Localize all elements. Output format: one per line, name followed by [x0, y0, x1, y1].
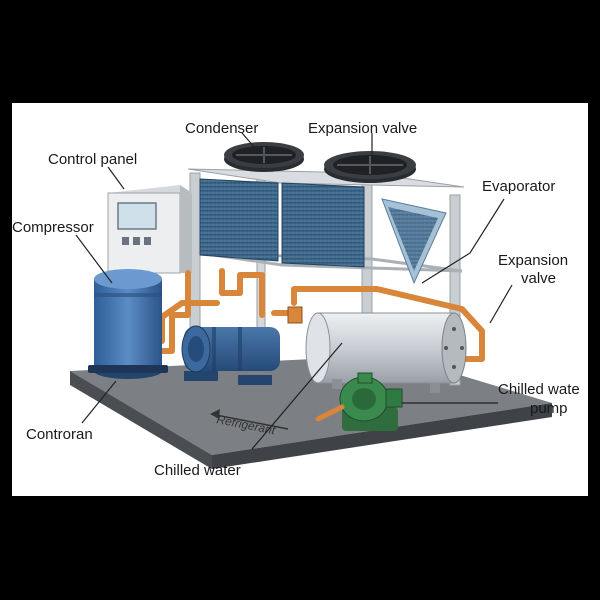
leader-controran	[81, 380, 117, 424]
label-expansion-valve-right-2: valve	[521, 270, 556, 287]
label-condenser: Condenser	[185, 120, 258, 137]
label-controran: Controran	[26, 426, 93, 443]
diagram-panel: Refrigerant Condenser Expansion valve Co…	[12, 103, 588, 496]
label-chilled-water-pump-2: pump	[530, 400, 568, 417]
label-compressor: Compressor	[12, 219, 94, 236]
chilled-water-pump	[315, 372, 403, 431]
label-chilled-water-pump-1: Chilled wate	[498, 381, 580, 398]
label-control-panel: Control panel	[48, 151, 137, 168]
motor-pump	[181, 325, 280, 385]
leader-chilled-water	[251, 342, 343, 450]
condenser-coil	[199, 178, 447, 285]
leader-control-panel	[107, 166, 125, 190]
leader-condenser	[241, 132, 257, 150]
condenser-fans	[224, 142, 416, 183]
label-chilled-water: Chilled water	[154, 462, 241, 479]
leader-compressor	[75, 234, 113, 284]
refrigerant-pipes	[151, 268, 485, 362]
expansion-valve-fitting	[287, 306, 303, 324]
leader-evaporator	[421, 198, 505, 284]
label-evaporator: Evaporator	[482, 178, 555, 195]
compressor	[88, 269, 168, 379]
labels: Condenser Expansion valve Control panel …	[12, 120, 580, 479]
chiller-diagram: Refrigerant Condenser Expansion valve Co…	[12, 120, 580, 479]
evaporator-shell	[305, 312, 467, 393]
label-expansion-valve-top: Expansion valve	[308, 120, 417, 137]
leader-lines	[75, 132, 513, 450]
leader-expansion-valve-right	[489, 284, 513, 324]
frame	[187, 168, 465, 386]
control-panel-box	[107, 185, 192, 274]
label-expansion-valve-right-1: Expansion	[498, 252, 568, 269]
